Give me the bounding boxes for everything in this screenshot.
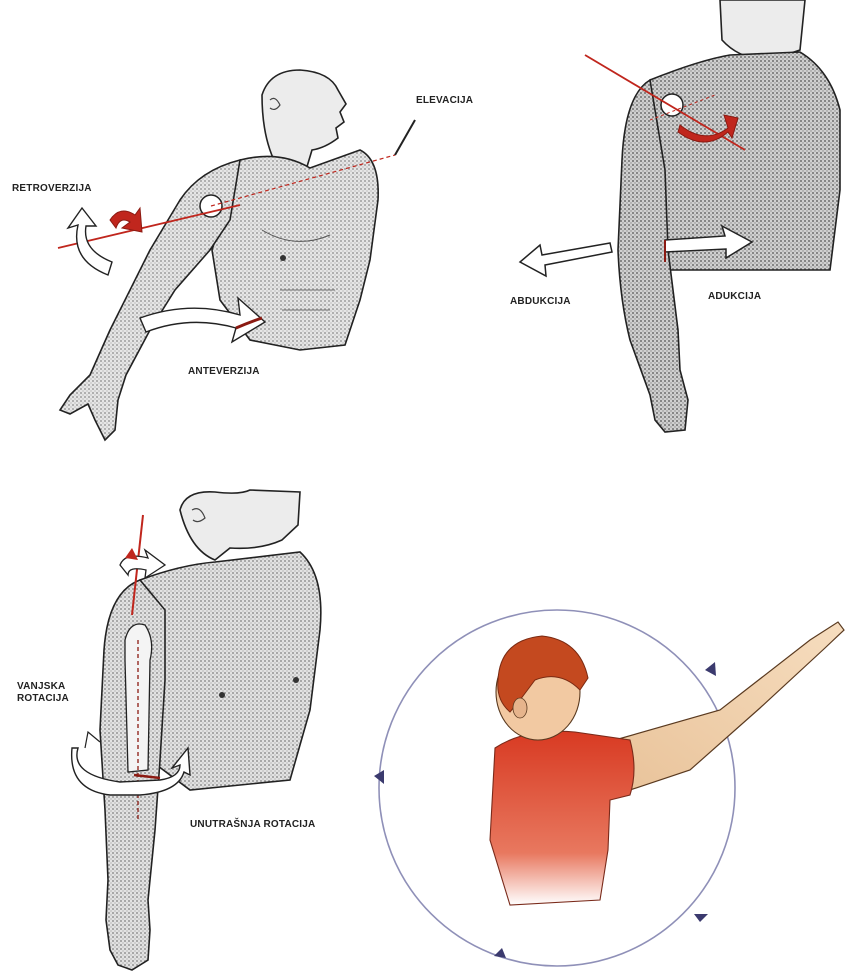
head-outline: [180, 490, 300, 560]
label-elevacija: ELEVACIJA: [416, 95, 473, 107]
label-unutrasnja-rotacija: UNUTRAŠNJA ROTACIJA: [190, 819, 315, 831]
figure-circumduction: [360, 600, 849, 979]
label-retroverzija: RETROVERZIJA: [12, 183, 92, 195]
figure-abduction: [500, 0, 849, 450]
child-arm: [615, 622, 844, 790]
figure-rotation: [0, 480, 380, 979]
torso-outline: [140, 552, 321, 790]
label-anteverzija: ANTEVERZIJA: [188, 366, 260, 378]
retroversion-arrow-icon: [68, 208, 112, 275]
circle-marker-icon: [494, 948, 506, 958]
circle-marker-icon: [694, 914, 708, 922]
head-outline: [262, 70, 346, 170]
shoulder-joint: [661, 94, 683, 116]
abduction-arrow-icon: [520, 243, 612, 276]
circle-marker-icon: [705, 662, 716, 676]
label-abdukcija: ABDUKCIJA: [510, 296, 571, 308]
elevation-pointer: [395, 120, 415, 155]
label-rotacija: ROTACIJA: [17, 693, 69, 705]
figure-anteversion: [0, 0, 420, 450]
panel-circumduction: [360, 600, 849, 979]
panel-abduction: ABDUKCIJA ADUKCIJA: [500, 0, 849, 450]
rotation-small-arrow-icon: [110, 208, 142, 232]
torso-outline: [650, 52, 840, 270]
panel-anteversion: ELEVACIJA RETROVERZIJA ANTEVERZIJA: [0, 0, 420, 450]
label-adukcija: ADUKCIJA: [708, 291, 761, 303]
child-shirt: [490, 731, 634, 905]
label-vanjska: VANJSKA: [17, 681, 65, 693]
panel-rotation: VANJSKA ROTACIJA UNUTRAŠNJA ROTACIJA: [0, 480, 380, 979]
